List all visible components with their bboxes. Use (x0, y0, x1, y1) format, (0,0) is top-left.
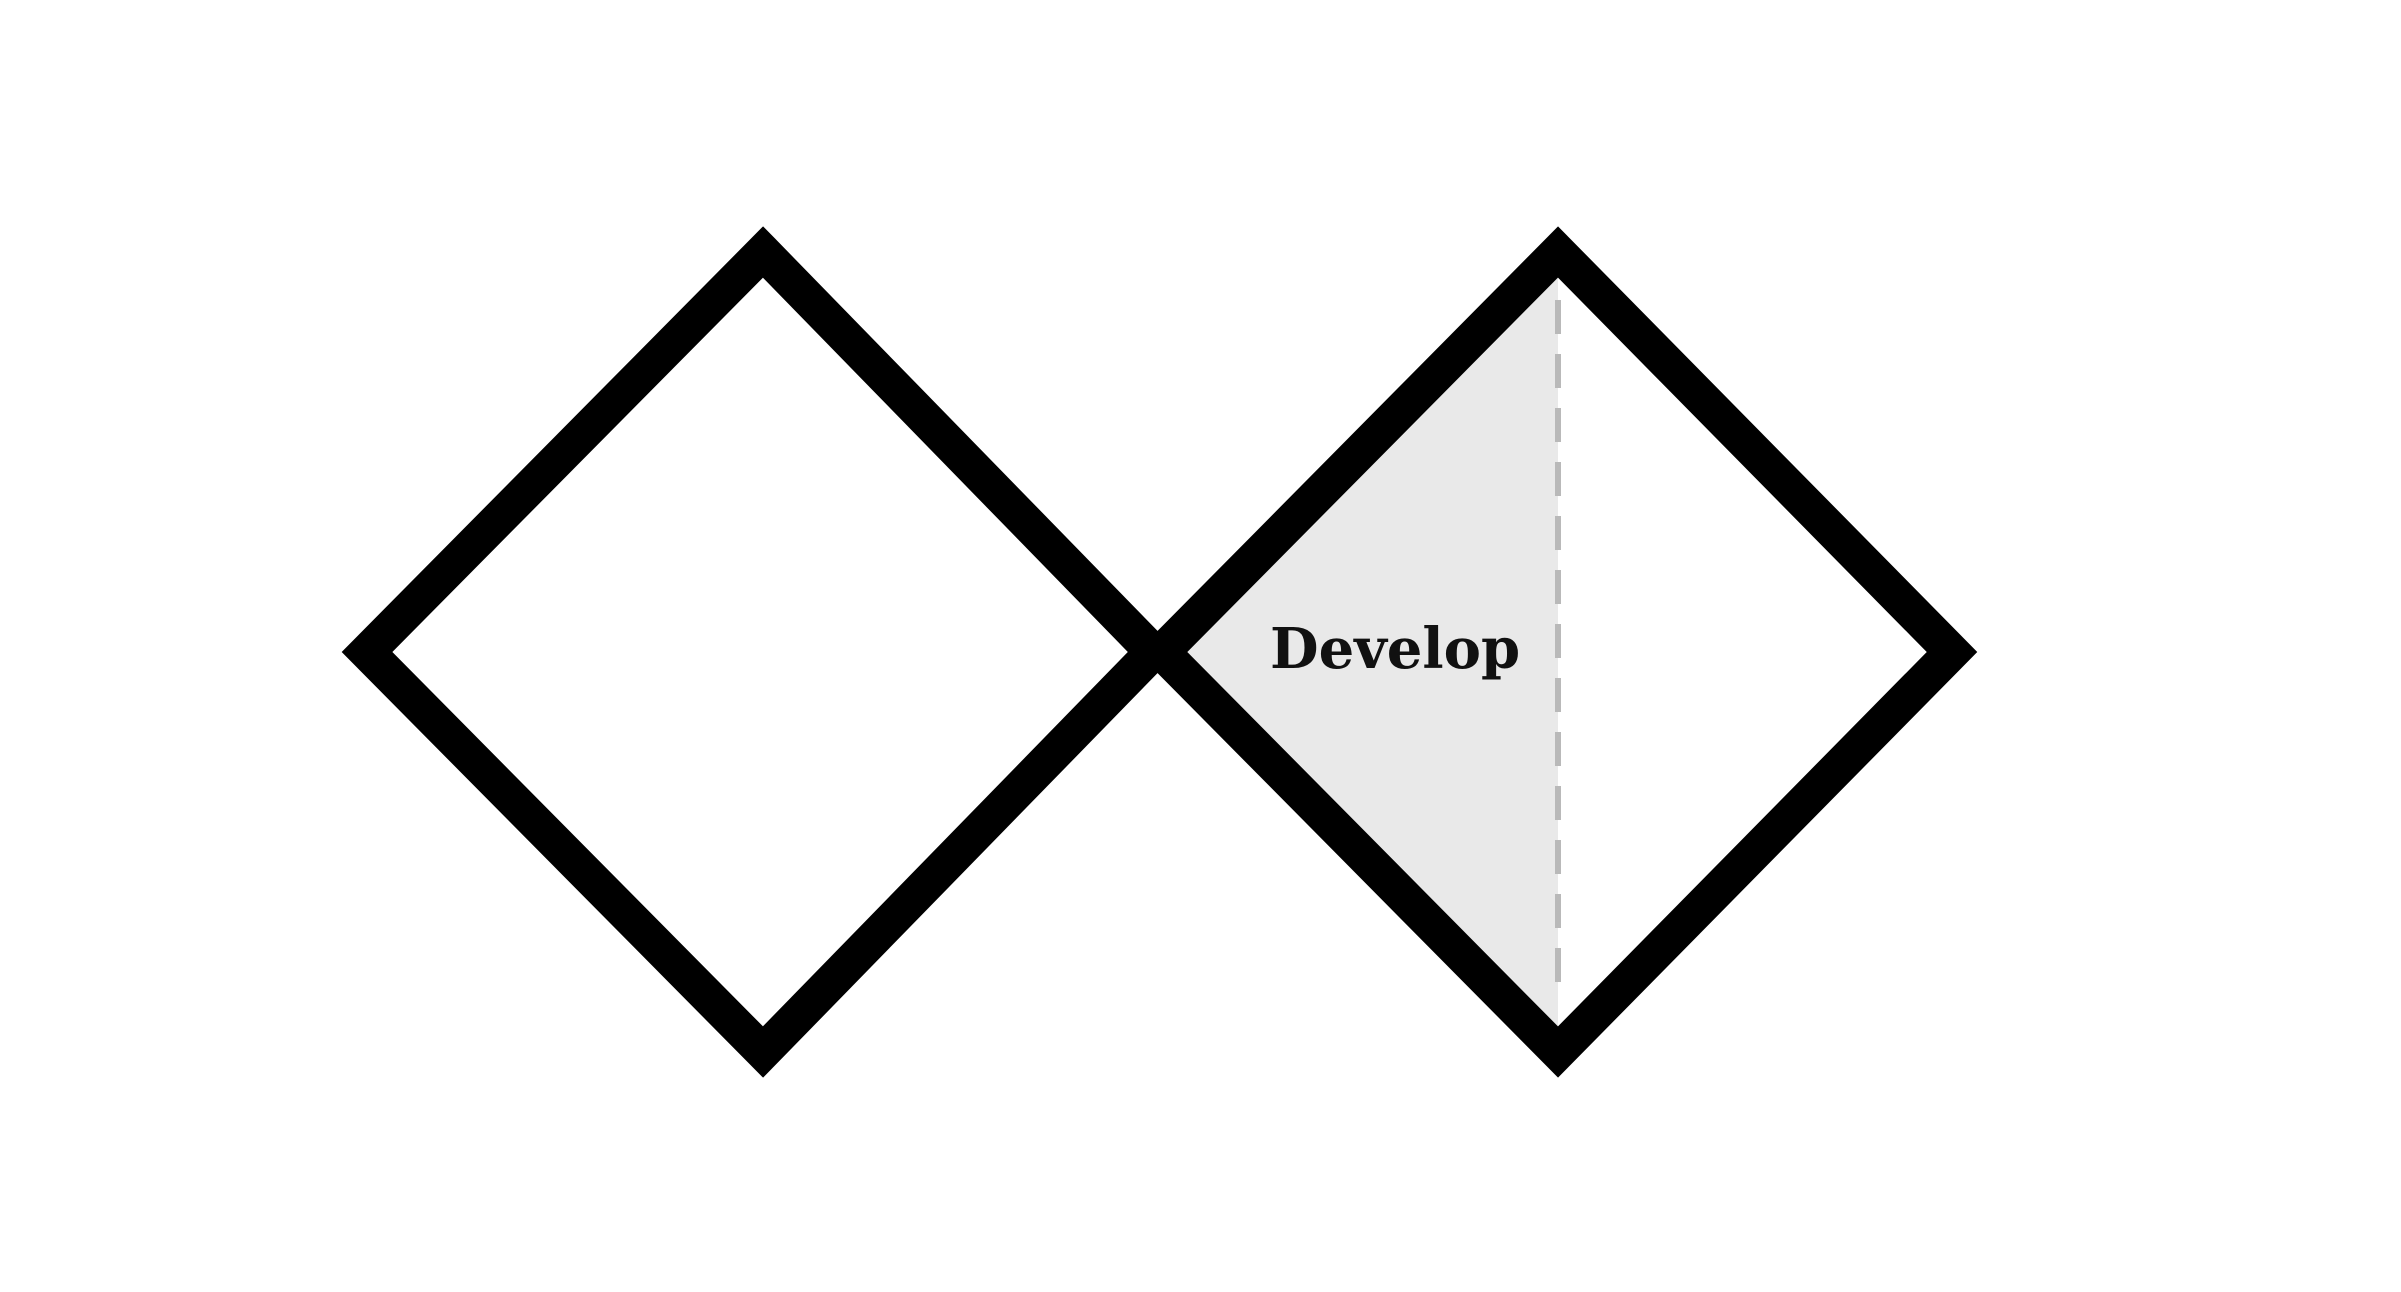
second-diamond (1136, 226, 1978, 1078)
develop-phase-label: Develop (1270, 616, 1520, 682)
develop-phase-highlight (1168, 262, 1558, 1042)
first-diamond (341, 226, 1179, 1078)
